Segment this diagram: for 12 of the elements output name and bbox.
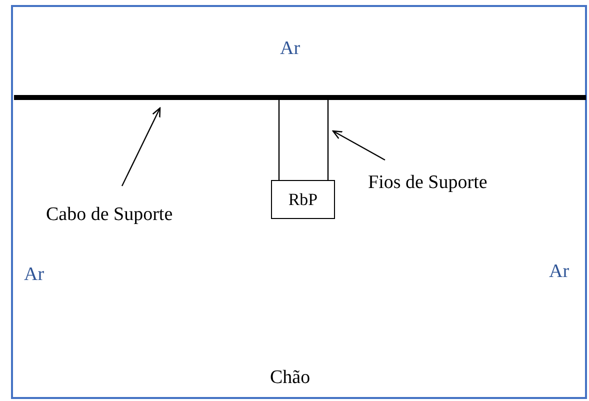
leader-arrow bbox=[332, 130, 386, 161]
region-label: Ar bbox=[24, 264, 44, 286]
region-label: Ar bbox=[280, 38, 300, 60]
leader-arrow bbox=[121, 107, 161, 186]
support-wire bbox=[278, 100, 280, 180]
rbp-box: RbP bbox=[271, 180, 335, 219]
region-label: Ar bbox=[549, 261, 570, 283]
callout-label: Cabo de Suporte bbox=[46, 204, 173, 226]
support-wire bbox=[327, 100, 329, 180]
callout-label: Fios de Suporte bbox=[368, 172, 488, 194]
region-label: Chão bbox=[270, 367, 310, 389]
support-cable bbox=[14, 95, 586, 100]
